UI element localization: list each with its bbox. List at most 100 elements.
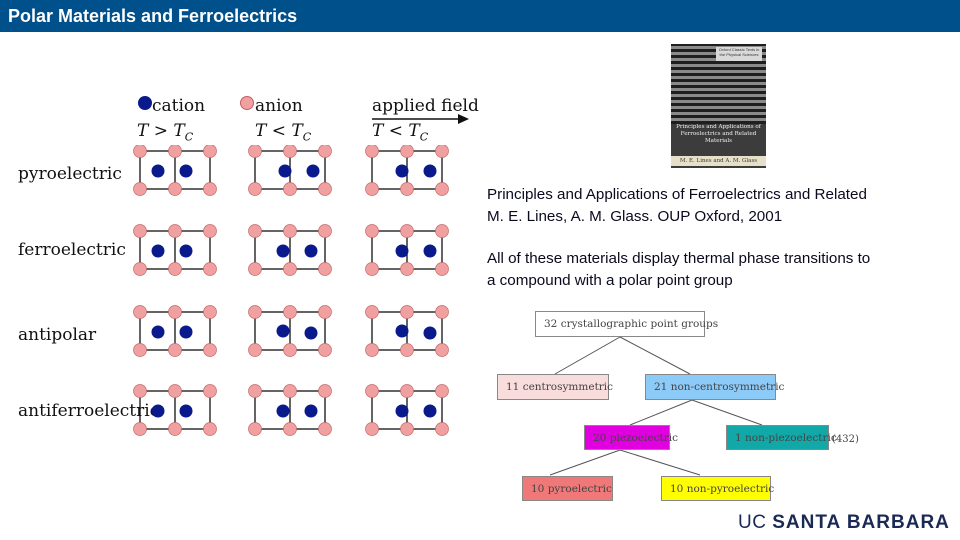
anion-r1c2-1	[400, 224, 414, 238]
anion-r1c1-3	[248, 262, 262, 276]
anion-r2c2-1	[400, 305, 414, 319]
slide-title: Polar Materials and Ferroelectrics	[8, 6, 298, 26]
anion-r3c2-0	[365, 384, 379, 398]
anion-r2c2-2	[435, 305, 449, 319]
box-pyroelectric: 10 pyroelectric	[522, 476, 613, 501]
anion-r0c0-0	[133, 145, 147, 158]
anion-r2c2-5	[435, 343, 449, 357]
anion-r2c0-2	[203, 305, 217, 319]
cation-r2c0-1	[179, 325, 193, 339]
anion-r0c1-5	[318, 182, 332, 196]
condition-t-lt-tc-1: T < TC	[255, 121, 312, 144]
title-bar: Polar Materials and Ferroelectrics	[0, 0, 960, 32]
anion-r1c1-2	[318, 224, 332, 238]
anion-r1c1-1	[283, 224, 297, 238]
cation-r2c1-1	[304, 326, 318, 340]
anion-r1c2-0	[365, 224, 379, 238]
row-label-ferroelectric: ferroelectric	[18, 240, 126, 260]
anion-r0c2-5	[435, 182, 449, 196]
anion-r3c2-2	[435, 384, 449, 398]
anion-r0c2-2	[435, 145, 449, 158]
anion-r3c1-0	[248, 384, 262, 398]
anion-r0c0-2	[203, 145, 217, 158]
anion-r3c0-1	[168, 384, 182, 398]
anion-r2c2-0	[365, 305, 379, 319]
condition-t-lt-tc-2: T < TC	[372, 121, 429, 144]
cation-r0c1-1	[306, 164, 320, 178]
box-non-piezoelectric: 1 non-piezoelectric	[726, 425, 837, 450]
anion-r2c1-5	[318, 343, 332, 357]
reference-line-1: Principles and Applications of Ferroelec…	[487, 186, 867, 203]
anion-r1c1-5	[318, 262, 332, 276]
applied-field-label: applied field	[372, 96, 479, 116]
cation-r0c2-1	[423, 164, 437, 178]
anion-r1c0-5	[203, 262, 217, 276]
lattice-diagram	[133, 145, 449, 436]
reference-line-3: All of these materials display thermal p…	[487, 250, 871, 267]
cation-r1c1-0	[276, 244, 290, 258]
reference-line-4: a compound with a polar point group	[487, 272, 733, 289]
anion-r0c2-3	[365, 182, 379, 196]
anion-r0c1-0	[248, 145, 262, 158]
anion-r2c1-3	[248, 343, 262, 357]
cation-r1c0-1	[179, 244, 193, 258]
anion-r2c1-1	[283, 305, 297, 319]
box-non-pyroelectric: 10 non-pyroelectric	[661, 476, 774, 501]
anion-r0c1-1	[283, 145, 297, 158]
anion-legend-dot	[240, 96, 254, 110]
tree-connectors	[549, 336, 763, 476]
anion-r3c1-1	[283, 384, 297, 398]
cation-r3c2-1	[423, 404, 437, 418]
cation-r0c1-0	[278, 164, 292, 178]
anion-r3c2-1	[400, 384, 414, 398]
anion-r2c0-1	[168, 305, 182, 319]
anion-r0c1-4	[283, 182, 297, 196]
non-piezo-note: (432)	[832, 434, 859, 445]
cation-r3c1-0	[276, 404, 290, 418]
anion-r1c2-4	[400, 262, 414, 276]
row-label-antipolar: antipolar	[18, 325, 97, 345]
anion-r1c0-3	[133, 262, 147, 276]
anion-r3c0-4	[168, 422, 182, 436]
anion-r1c0-1	[168, 224, 182, 238]
condition-t-gt-tc: T > TC	[137, 121, 194, 144]
anion-r2c1-4	[283, 343, 297, 357]
anion-r1c2-2	[435, 224, 449, 238]
anion-r1c2-3	[365, 262, 379, 276]
box-non-centrosymmetric: 21 non-centrosymmetric	[645, 374, 784, 400]
row-label-pyroelectric: pyroelectric	[18, 164, 122, 184]
anion-r2c1-2	[318, 305, 332, 319]
box-piezoelectric: 20 piezoelectric	[584, 425, 678, 450]
anion-label: anion	[255, 96, 303, 116]
anion-r2c1-0	[248, 305, 262, 319]
anion-r1c0-4	[168, 262, 182, 276]
cation-r2c2-0	[395, 324, 409, 338]
cation-r2c0-0	[151, 325, 165, 339]
cation-legend-dot	[138, 96, 152, 110]
anion-r3c2-4	[400, 422, 414, 436]
anion-r0c1-3	[248, 182, 262, 196]
cation-r0c2-0	[395, 164, 409, 178]
cation-r0c0-1	[179, 164, 193, 178]
anion-r3c1-3	[248, 422, 262, 436]
cation-label: cation	[152, 96, 206, 116]
cation-r1c0-0	[151, 244, 165, 258]
reference-line-2: M. E. Lines, A. M. Glass. OUP Oxford, 20…	[487, 208, 783, 225]
book-series-label: Oxford Classic Texts in the Physical Sci…	[716, 47, 762, 61]
anion-r0c0-4	[168, 182, 182, 196]
anion-r3c1-5	[318, 422, 332, 436]
cation-r1c1-1	[304, 244, 318, 258]
cation-r3c0-0	[151, 404, 165, 418]
anion-r1c0-2	[203, 224, 217, 238]
anion-r3c2-3	[365, 422, 379, 436]
anion-r2c2-4	[400, 343, 414, 357]
anion-r0c2-0	[365, 145, 379, 158]
row-label-antiferroelectric: antiferroelectric	[18, 401, 160, 421]
anion-r2c2-3	[365, 343, 379, 357]
anion-r3c1-2	[318, 384, 332, 398]
anion-r1c1-0	[248, 224, 262, 238]
anion-r0c1-2	[318, 145, 332, 158]
anion-r0c0-3	[133, 182, 147, 196]
anion-r2c0-4	[168, 343, 182, 357]
anion-r0c0-5	[203, 182, 217, 196]
